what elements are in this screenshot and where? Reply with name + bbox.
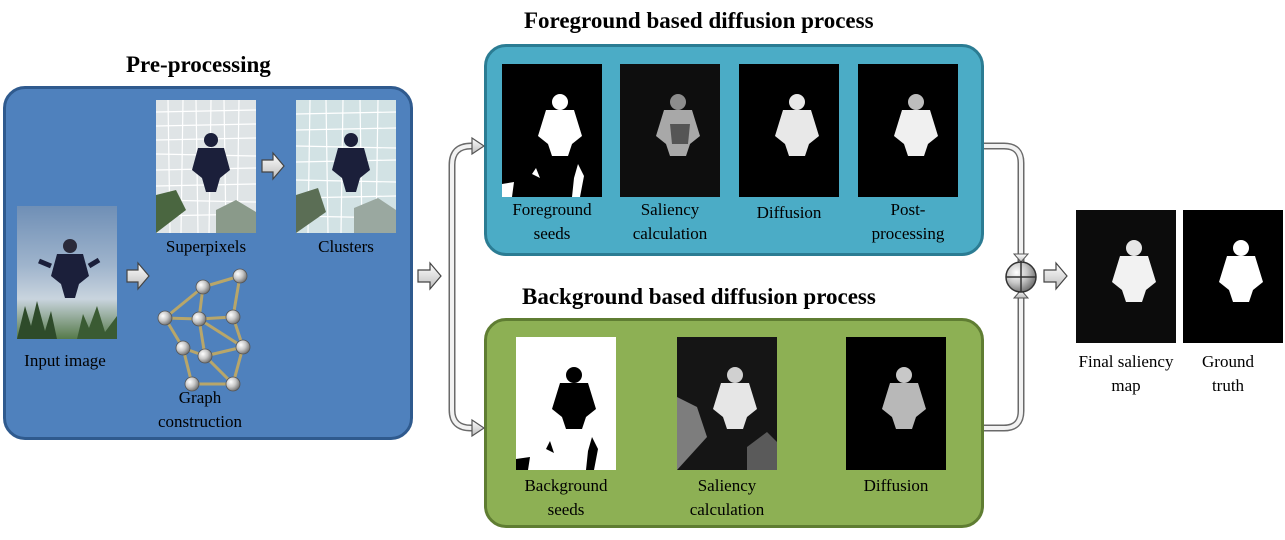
combine-node-icon xyxy=(1005,261,1037,293)
background-title: Background based diffusion process xyxy=(522,284,876,309)
bg-diffusion-image xyxy=(846,337,946,470)
foreground-seeds-image xyxy=(502,64,602,197)
bg-step-3-line1: Diffusion xyxy=(863,476,929,495)
output-1-line2: map xyxy=(1111,376,1141,395)
fg-saliency-image xyxy=(620,64,720,197)
foreground-title: Foreground based diffusion process xyxy=(524,8,874,33)
fg-step-2-line1: Saliency xyxy=(640,200,700,219)
graph-caption-line1: Graph xyxy=(178,388,222,407)
ground-truth-image xyxy=(1183,210,1283,343)
clusters-caption: Clusters xyxy=(318,237,374,256)
fg-step-4-line1: Post- xyxy=(890,200,926,219)
preprocessing-title: Pre-processing xyxy=(126,52,271,77)
bg-step-2-line2: calculation xyxy=(689,500,765,519)
output-1-line1: Final saliency xyxy=(1078,352,1174,371)
bg-step-1-line1: Background xyxy=(524,476,608,495)
final-saliency-map-image xyxy=(1076,210,1176,343)
arrow-to-background xyxy=(471,418,486,438)
clusters-image xyxy=(296,100,396,233)
background-seeds-image xyxy=(516,337,616,470)
bg-step-2-line1: Saliency xyxy=(697,476,757,495)
fg-step-4-line2: processing xyxy=(871,224,945,243)
fg-step-1-line2: seeds xyxy=(533,224,571,243)
fg-step-2-line2: calculation xyxy=(632,224,708,243)
arrow-to-foreground xyxy=(471,136,486,156)
fg-step-1-line1: Foreground xyxy=(512,200,592,219)
input-image xyxy=(17,206,117,339)
fg-postprocessing-image xyxy=(858,64,958,197)
bg-step-1-line2: seeds xyxy=(547,500,585,519)
bg-saliency-image xyxy=(677,337,777,470)
input-image-caption: Input image xyxy=(24,351,106,370)
fg-diffusion-image xyxy=(739,64,839,197)
superpixels-caption: Superpixels xyxy=(165,237,247,256)
output-2-line2: truth xyxy=(1211,376,1245,395)
fg-step-3-line1: Diffusion xyxy=(756,203,822,222)
superpixels-image xyxy=(156,100,256,233)
block-arrow-icon xyxy=(126,151,1068,291)
output-2-line1: Ground xyxy=(1202,352,1254,371)
graph-caption-line2: construction xyxy=(157,412,243,431)
